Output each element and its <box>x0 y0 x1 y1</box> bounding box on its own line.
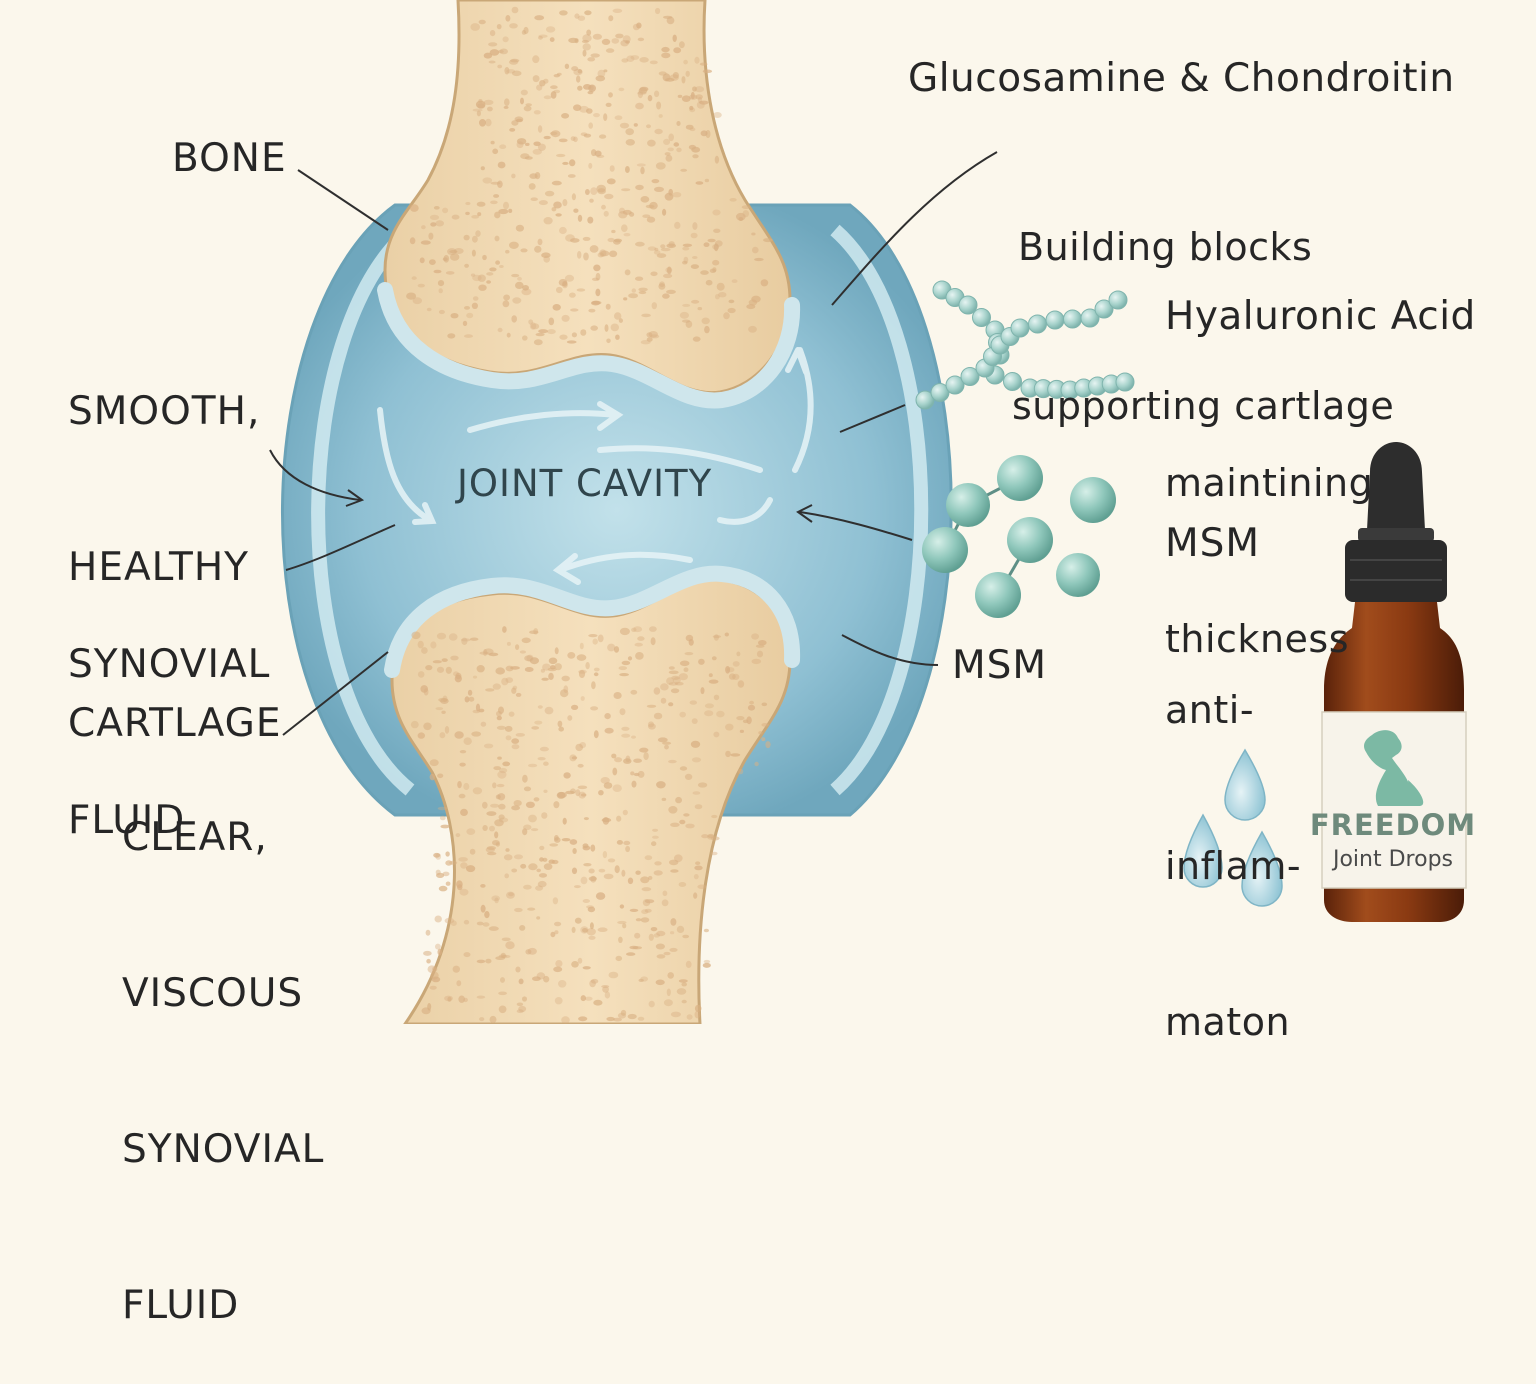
clear-fluid-label: CLEAR, VISCOUS SYNOVIAL FLUID <box>122 708 324 1384</box>
glucosamine-desc-line-1: Building blocks <box>1018 225 1313 269</box>
msm-desc-line-3: maton <box>1165 1000 1291 1044</box>
molecule-chain-icon <box>915 280 1135 410</box>
product-name: Joint Drops <box>1331 847 1453 872</box>
synovial-fluid-line-1: SYNOVIAL <box>68 642 271 687</box>
product-brand: FREEDOM <box>1310 808 1476 842</box>
msm-callout-leader-line <box>841 634 939 666</box>
clear-fluid-line-1: CLEAR, <box>122 815 268 860</box>
msm-title: MSM <box>1165 521 1261 566</box>
msm-description: anti- inflam- maton <box>1165 580 1301 1100</box>
cartilage-label-line-1: SMOOTH, <box>68 389 261 434</box>
leader-lines <box>269 151 998 736</box>
joint-cavity-label: JOINT CAVITY <box>457 462 713 505</box>
cartilage-label: SMOOTH, HEALTHY CARTLAGE <box>68 282 281 802</box>
clear-fluid-line-4: FLUID <box>122 1283 240 1328</box>
msm-desc-line-2: inflam- <box>1165 844 1302 888</box>
hyaluronic-desc-line-2: thickness <box>1165 617 1349 661</box>
fluid-flow-arrows <box>377 347 814 585</box>
cartilage-label-line-3: CARTLAGE <box>68 701 282 746</box>
bone-label: BONE <box>172 136 287 181</box>
hyaluronic-title: Hyaluronic Acid <box>1165 294 1476 339</box>
joint-drops-bottle: FREEDOM Joint Drops <box>1310 442 1476 922</box>
glucosamine-title: Glucosamine & Chondroitin <box>908 56 1455 101</box>
clear-fluid-line-2: VISCOUS <box>122 971 304 1016</box>
cartilage-label-line-2: HEALTHY <box>68 545 249 590</box>
bone-pores-lower <box>410 626 771 1024</box>
msm-cluster-leader-line <box>799 511 913 541</box>
synovial-fluid-line-2: FLUID <box>68 798 186 843</box>
glucosamine-description: Building blocks supporting cartlage <box>1012 115 1394 486</box>
hyaluronic-description: maintining thickness <box>1165 353 1373 717</box>
joint-diagram: FREEDOM Joint Drops <box>269 0 1476 1024</box>
glucosamine-desc-line-2: supporting cartlage <box>1012 384 1395 428</box>
bone-leader-line <box>297 169 389 231</box>
clear-fluid-leader-line <box>282 651 389 736</box>
hyaluronic-leader-line <box>839 404 906 433</box>
bone-pores-upper <box>406 6 773 346</box>
upper-bone <box>377 0 801 409</box>
lower-bone <box>384 565 801 1024</box>
synovial-leader-line <box>285 524 396 571</box>
synovial-fluid-label: SYNOVIAL FLUID <box>68 535 270 899</box>
glucosamine-leader-line <box>831 151 998 306</box>
molecule-cluster-icon <box>922 455 1116 618</box>
droplet-icon <box>1183 748 1283 907</box>
clear-fluid-line-3: SYNOVIAL <box>122 1127 325 1172</box>
msm-desc-line-1: anti- <box>1165 688 1255 732</box>
dog-icon <box>1364 730 1424 806</box>
cartilage-leader-line <box>269 449 361 501</box>
msm-callout-label: MSM <box>952 643 1048 688</box>
hyaluronic-desc-line-1: maintining <box>1165 461 1374 505</box>
